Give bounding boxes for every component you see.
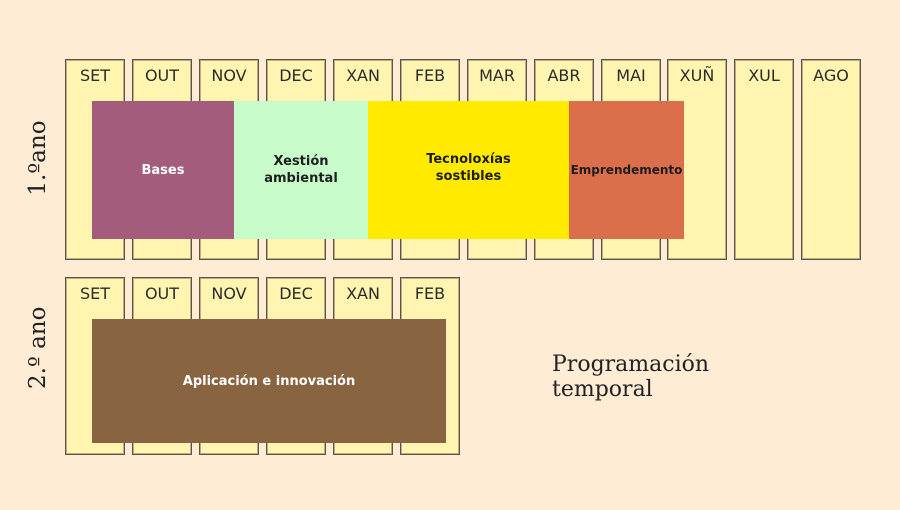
month-label: XUÑ <box>679 66 715 85</box>
block-xestion-ambiental: Xestión ambiental <box>234 101 368 239</box>
block-label: Bases <box>141 162 185 178</box>
month-label: FEB <box>414 284 446 303</box>
month-label: OUT <box>144 284 180 303</box>
year1-label: 1.ºano <box>25 120 51 196</box>
title-line1: Programación <box>552 352 710 377</box>
block-label-line2: ambiental <box>264 171 338 186</box>
block-bases: Bases <box>92 101 234 239</box>
month-label: NOV <box>211 284 247 303</box>
month-column-xul: XUL <box>734 59 794 260</box>
month-label: XAN <box>346 66 380 85</box>
month-label: DEC <box>279 66 313 85</box>
block-label-line2: sostibles <box>435 169 502 184</box>
title-line2: temporal <box>552 377 653 402</box>
month-label: SET <box>79 284 111 303</box>
month-label: XAN <box>346 284 380 303</box>
month-label: ABR <box>547 66 581 85</box>
month-label: MAR <box>479 66 515 85</box>
diagram-title: Programación temporal <box>552 352 709 402</box>
month-label: SET <box>79 66 111 85</box>
block-label-line1: Tecnoloxías <box>426 152 511 167</box>
month-label: XUL <box>748 66 780 85</box>
month-label: AGO <box>813 66 849 85</box>
block-label: Aplicación e innovación <box>182 373 356 389</box>
month-label: NOV <box>211 66 247 85</box>
month-label: FEB <box>414 66 446 85</box>
block-label: Emprendemento <box>570 162 683 177</box>
year2-label: 2.º ano <box>25 306 51 389</box>
month-label: DEC <box>279 284 313 303</box>
block-emprendemento: Emprendemento <box>569 101 684 239</box>
block-label-line1: Xestión <box>273 154 329 169</box>
month-column-ago: AGO <box>801 59 861 260</box>
block-aplicacion-innovacion: Aplicación e innovación <box>92 319 446 443</box>
month-label: MAI <box>616 66 646 85</box>
block-tecnoloxias-sostibles: Tecnoloxías sostibles <box>368 101 569 239</box>
month-label: OUT <box>144 66 180 85</box>
